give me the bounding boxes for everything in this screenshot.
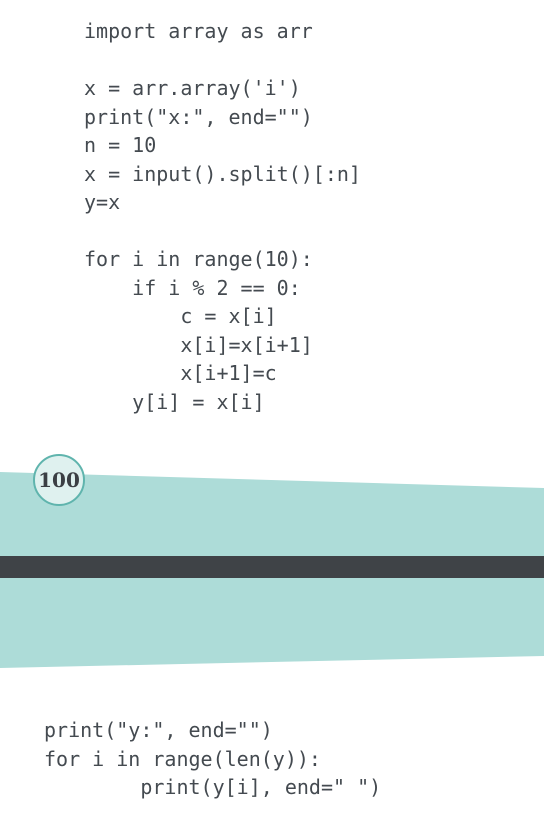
code-block-bottom: print("y:", end="") for i in range(len(y)… (44, 716, 381, 802)
code-line: print("y:", end="") (44, 718, 273, 742)
dark-divider-bar (0, 556, 544, 578)
code-line: print("x:", end="") (84, 104, 313, 129)
code-line: x[i]=x[i+1] (84, 332, 313, 357)
code-line: n = 10 (84, 133, 157, 157)
page-number-badge: 100 (33, 454, 85, 506)
code-line: if i % 2 == 0: (84, 275, 301, 300)
page-break-band (0, 472, 544, 668)
code-line (84, 46, 361, 75)
code-line: y=x (84, 190, 121, 214)
code-line: import array as arr (84, 19, 313, 43)
code-line (84, 217, 361, 246)
code-line: x = arr.array('i') (84, 76, 301, 100)
code-line: x = input().split()[:n] (84, 161, 361, 186)
code-line: for i in range(len(y)): (44, 746, 321, 771)
code-line: c = x[i] (84, 304, 277, 328)
code-line: x[i+1]=c (84, 361, 277, 385)
teal-band-upper (0, 472, 544, 556)
code-line: for i in range(10): (84, 247, 313, 271)
code-block-top: import array as arr x = arr.array('i') pri… (84, 17, 361, 416)
code-line: print(y[i], end=" ") (44, 775, 382, 799)
code-line: y[i] = x[i] (84, 389, 265, 414)
teal-band-lower (0, 578, 544, 668)
